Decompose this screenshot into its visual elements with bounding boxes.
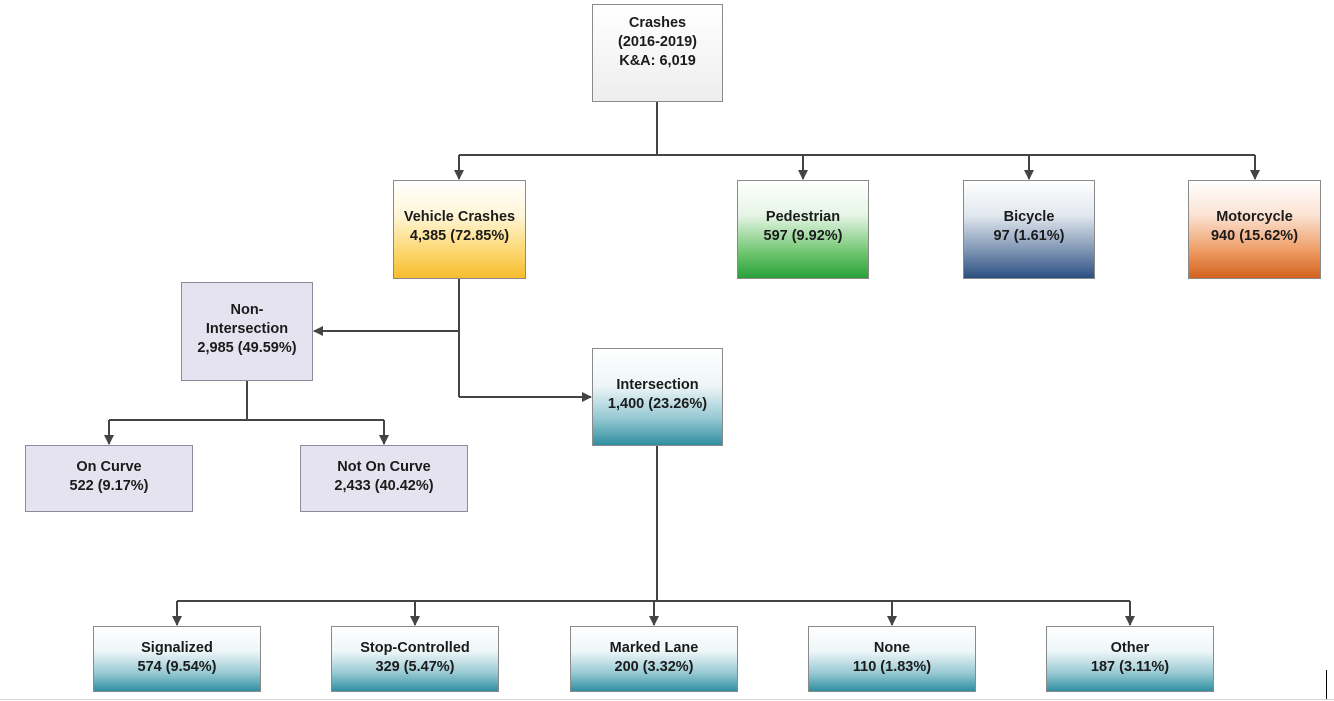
node-on-curve: On Curve 522 (9.17%)	[25, 445, 193, 512]
node-title: Non- Intersection	[205, 302, 289, 337]
node-title: Other	[1110, 640, 1150, 656]
node-value: 597 (9.92%)	[763, 228, 843, 244]
node-non-intersection: Non- Intersection 2,985 (49.59%)	[181, 282, 313, 381]
node-title: On Curve	[76, 459, 142, 475]
node-other: Other 187 (3.11%)	[1046, 626, 1214, 692]
node-value: 574 (9.54%)	[137, 659, 217, 675]
node-value: 2,985 (49.59%)	[197, 340, 297, 356]
node-value: K&A: 6,019	[619, 53, 696, 69]
node-value: 4,385 (72.85%)	[409, 228, 510, 244]
node-value: 110 (1.83%)	[852, 659, 932, 675]
node-marked-lane: Marked Lane 200 (3.32%)	[570, 626, 738, 692]
bottom-divider-line	[0, 699, 1334, 700]
node-value: 187 (3.11%)	[1090, 659, 1170, 675]
node-title: Crashes (2016-2019)	[618, 15, 697, 50]
node-title: Not On Curve	[337, 459, 431, 475]
node-value: 329 (5.47%)	[375, 659, 455, 675]
node-title: Intersection	[616, 377, 699, 393]
node-stop-controlled: Stop-Controlled 329 (5.47%)	[331, 626, 499, 692]
node-title: None	[873, 640, 911, 656]
node-title: Marked Lane	[609, 640, 699, 656]
node-motorcycle: Motorcycle 940 (15.62%)	[1188, 180, 1321, 279]
node-value: 940 (15.62%)	[1210, 228, 1299, 244]
node-none: None 110 (1.83%)	[808, 626, 976, 692]
node-value: 97 (1.61%)	[993, 228, 1065, 244]
node-value: 2,433 (40.42%)	[334, 478, 434, 494]
node-value: 200 (3.32%)	[614, 659, 694, 675]
node-title: Signalized	[141, 640, 213, 656]
node-title: Motorcycle	[1216, 209, 1293, 225]
node-value: 1,400 (23.26%)	[607, 396, 708, 412]
node-signalized: Signalized 574 (9.54%)	[93, 626, 261, 692]
node-value: 522 (9.17%)	[69, 478, 149, 494]
node-vehicle-crashes: Vehicle Crashes 4,385 (72.85%)	[393, 180, 526, 279]
node-title: Bicycle	[1003, 209, 1055, 225]
node-title: Stop-Controlled	[360, 640, 470, 656]
node-title: Vehicle Crashes	[403, 209, 516, 225]
node-intersection: Intersection 1,400 (23.26%)	[592, 348, 723, 446]
node-crashes-root: Crashes (2016-2019) K&A: 6,019	[592, 4, 723, 102]
node-title: Pedestrian	[765, 209, 841, 225]
node-pedestrian: Pedestrian 597 (9.92%)	[737, 180, 869, 279]
edge-divider-line	[1326, 670, 1327, 700]
node-bicycle: Bicycle 97 (1.61%)	[963, 180, 1095, 279]
node-not-on-curve: Not On Curve 2,433 (40.42%)	[300, 445, 468, 512]
